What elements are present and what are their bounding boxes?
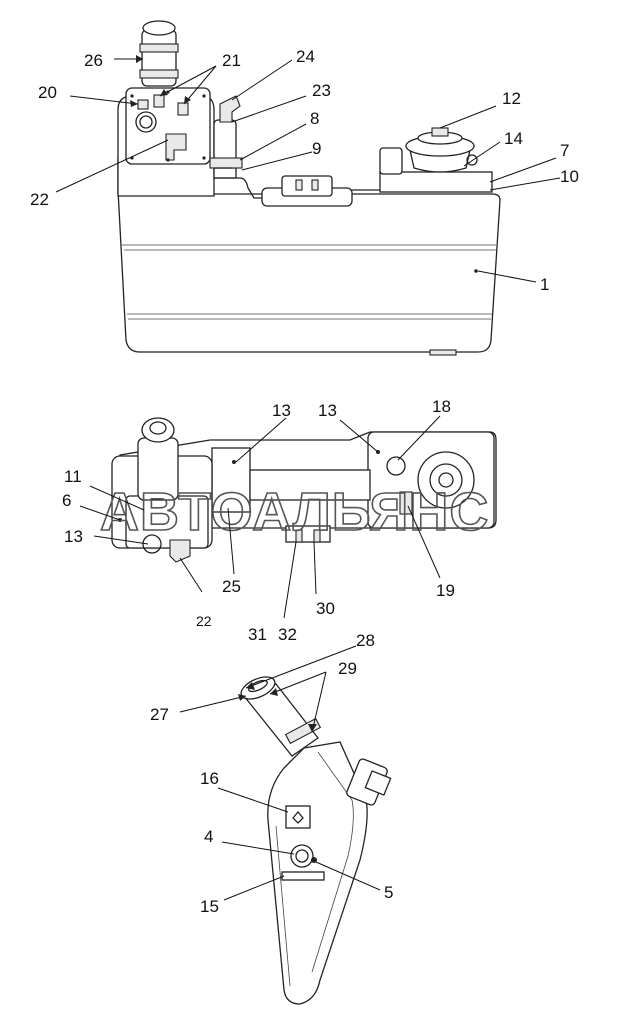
bolt [202,156,206,160]
bracket-bolt [311,179,319,191]
leader-arrowheads [130,55,317,732]
callout-21: 21 [222,51,241,70]
level-indicator-4 [290,844,314,868]
breather-clamp-lower [139,69,179,79]
pipe-bracket [281,175,333,197]
filter-top-core [438,472,454,488]
filter-top [417,451,475,509]
callout-7: 7 [560,141,569,160]
callout-31: 31 [248,625,267,644]
callout-4: 4 [204,827,213,846]
watermark: АВТОАЛЬЯНС [100,482,489,542]
pipe-stub [213,167,237,179]
port-13 [142,534,162,554]
filter-base-plate [379,171,493,193]
callout-10: 10 [560,167,579,186]
callout-5: 5 [384,883,393,902]
elbow-22 [165,133,187,161]
callout-13-center: 13 [272,401,291,420]
callout-29: 29 [338,659,357,678]
side-breather-cap-inner [248,679,268,693]
side-seam-front [275,825,291,987]
cover-port-inner [139,115,153,129]
callout-24: 24 [296,47,315,66]
breather-cap [142,20,176,36]
side-seam [311,751,354,973]
point-13 [232,460,236,464]
callout-28: 28 [356,631,375,650]
tank-body [117,158,501,353]
tank-front-view [117,20,501,356]
callout-13-right: 13 [318,401,337,420]
sight-label-icon [292,810,304,824]
callout-27: 27 [150,705,169,724]
callout-19: 19 [436,581,455,600]
tank-foot [429,349,457,356]
callout-15: 15 [200,897,219,916]
callout-13-left: 13 [64,527,83,546]
bolt-30 [313,529,321,543]
callout-1: 1 [540,275,549,294]
elbow-24 [219,95,241,123]
callout-25: 25 [222,577,241,596]
callout-6: 6 [62,491,71,510]
callout-14: 14 [504,129,523,148]
filter-top-inner [429,463,463,497]
top-pipe [249,469,371,501]
bolt [130,94,134,98]
side-fitting-cap [364,770,392,796]
level-indicator-inner [295,849,309,863]
bolt [166,158,170,162]
fitting-20 [137,99,149,110]
breather-clamp-upper [139,43,179,53]
bracket-bolt [295,179,303,191]
callout-labels: 26 21 20 22 24 23 8 9 12 14 7 10 1 13 13… [30,47,579,916]
clamp-8 [209,157,243,169]
breather-top-cap [141,417,175,443]
callout-20: 20 [38,83,57,102]
fitting-21b [177,102,189,116]
cover-port [135,111,157,133]
filter-side-port [379,147,403,175]
callout-12: 12 [502,89,521,108]
callout-22-front: 22 [30,190,49,209]
screw-5 [311,857,317,863]
fitting-23 [213,119,237,163]
callout-18: 18 [432,397,451,416]
callout-32: 32 [278,625,297,644]
breather-top-cap-inner [149,421,167,435]
callout-8: 8 [310,109,319,128]
callout-11: 11 [64,467,82,486]
fitting-21a [153,94,165,108]
callout-9: 9 [312,139,321,158]
filter-cap-top [431,127,449,137]
plate-15 [281,871,325,881]
elbow-22-top [169,539,191,563]
callout-23: 23 [312,81,331,100]
bolt [202,94,206,98]
sight-label-16 [285,805,311,829]
callout-22-top: 22 [196,613,212,629]
tank-point-1 [474,269,478,273]
port-18 [386,456,406,476]
tank-side-view [240,676,392,1005]
bolt-31 [295,529,303,543]
callout-30: 30 [316,599,335,618]
tank-top-view [111,417,497,563]
callout-16: 16 [200,769,219,788]
filter-plug [466,154,478,166]
callout-26: 26 [84,51,103,70]
